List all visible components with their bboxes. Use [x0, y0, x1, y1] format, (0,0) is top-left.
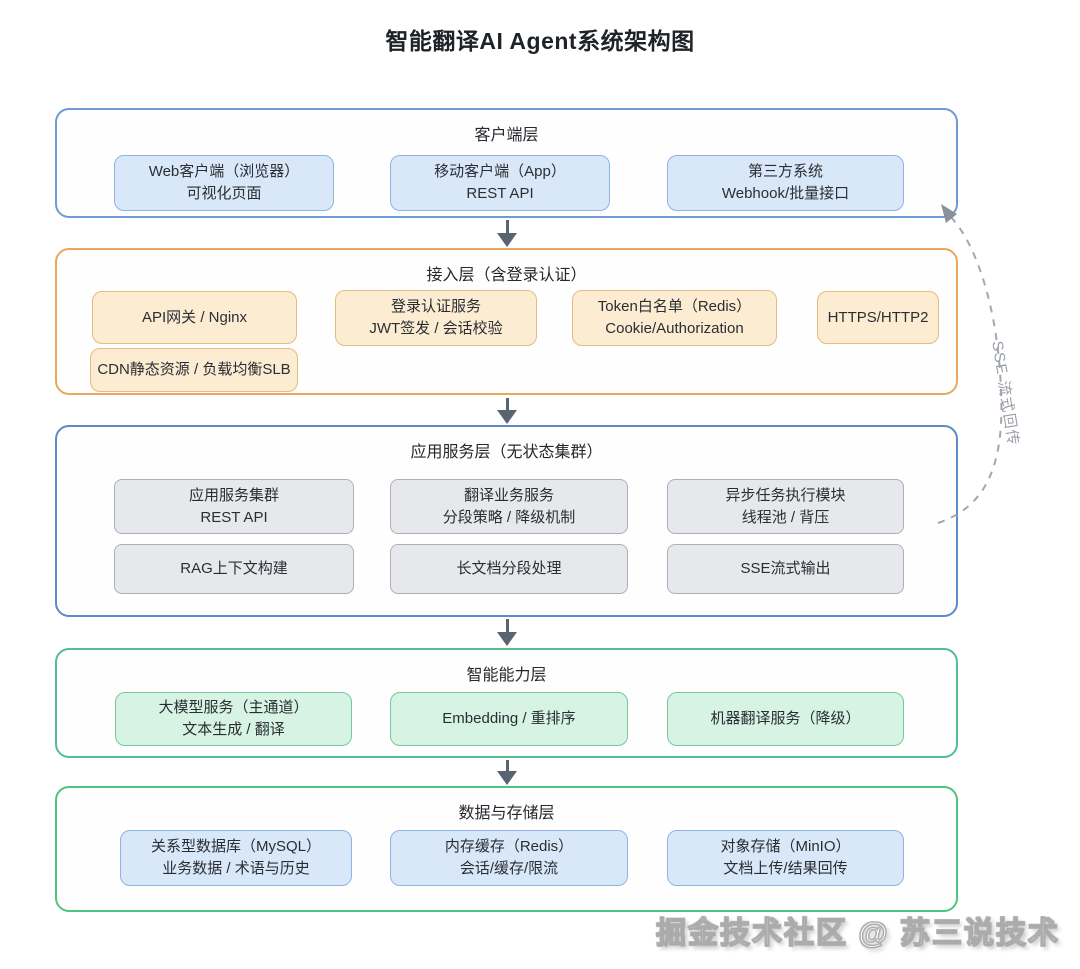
node-machine-translation: 机器翻译服务（降级）: [667, 692, 904, 746]
node-sublabel: Webhook/批量接口: [721, 185, 850, 202]
node-sublabel: 文档上传/结果回传: [723, 860, 848, 877]
node-label: 第三方系统: [747, 163, 823, 181]
arrow-head: [497, 233, 517, 247]
node-https: HTTPS/HTTP2: [817, 291, 939, 344]
node-label: HTTPS/HTTP2: [827, 308, 929, 326]
arrow-stem: [505, 619, 509, 632]
node-label: Token白名单（Redis）: [597, 298, 752, 316]
layer-app-services: 应用服务层（无状态集群） 应用服务集群 REST API 翻译业务服务 分段策略…: [55, 425, 958, 617]
node-cdn-slb: CDN静态资源 / 负载均衡SLB: [90, 348, 298, 392]
node-sublabel: 会话/缓存/限流: [459, 860, 559, 877]
node-sublabel: Cookie/Authorization: [605, 320, 744, 337]
layer-access: 接入层（含登录认证） API网关 / Nginx 登录认证服务 JWT签发 / …: [55, 248, 958, 395]
arrow-stem: [505, 220, 509, 233]
node-sublabel: REST API: [200, 508, 268, 526]
layer-client: 客户端层 Web客户端（浏览器） 可视化页面 移动客户端（App） REST A…: [55, 108, 958, 218]
node-web-client: Web客户端（浏览器） 可视化页面: [114, 155, 334, 211]
layer-title: 应用服务层（无状态集群）: [410, 444, 603, 461]
node-llm-service: 大模型服务（主通道） 文本生成 / 翻译: [115, 692, 352, 746]
node-mysql: 关系型数据库（MySQL） 业务数据 / 术语与历史: [120, 830, 352, 886]
layer-title: 数据与存储层: [458, 805, 555, 822]
node-translation-service: 翻译业务服务 分段策略 / 降级机制: [390, 479, 628, 534]
node-label: 对象存储（MinIO）: [720, 838, 851, 856]
node-mobile-client: 移动客户端（App） REST API: [390, 155, 610, 211]
node-label: 移动客户端（App）: [434, 163, 566, 181]
node-label: 翻译业务服务: [463, 486, 554, 504]
node-label: 异步任务执行模块: [725, 486, 846, 504]
node-long-doc-split: 长文档分段处理: [390, 544, 628, 594]
node-rag-context: RAG上下文构建: [114, 544, 354, 594]
node-sublabel: 业务数据 / 术语与历史: [162, 860, 310, 877]
node-minio: 对象存储（MinIO） 文档上传/结果回传: [667, 830, 904, 886]
node-label: RAG上下文构建: [180, 560, 288, 578]
node-redis-cache: 内存缓存（Redis） 会话/缓存/限流: [390, 830, 628, 886]
node-sse-output: SSE流式输出: [667, 544, 904, 594]
node-app-cluster: 应用服务集群 REST API: [114, 479, 354, 534]
node-label: 内存缓存（Redis）: [444, 838, 574, 856]
layer-title: 客户端层: [474, 127, 539, 144]
node-label: CDN静态资源 / 负载均衡SLB: [97, 361, 291, 379]
arrow-stem: [505, 398, 509, 410]
node-token-whitelist: Token白名单（Redis） Cookie/Authorization: [572, 290, 777, 346]
layer-ai-capability: 智能能力层 大模型服务（主通道） 文本生成 / 翻译 Embedding / 重…: [55, 648, 958, 758]
node-sublabel: JWT签发 / 会话校验: [369, 320, 503, 337]
node-label: Web客户端（浏览器）: [148, 163, 300, 181]
down-arrow-icon: [497, 760, 517, 785]
node-sublabel: 文本生成 / 翻译: [182, 721, 285, 738]
node-sublabel: 线程池 / 背压: [741, 508, 830, 526]
arrow-head: [497, 771, 517, 785]
diagram-title: 智能翻译AI Agent系统架构图: [385, 28, 695, 54]
node-label: 长文档分段处理: [456, 560, 562, 578]
down-arrow-icon: [497, 398, 517, 424]
node-label: 机器翻译服务（降级）: [710, 710, 861, 728]
node-sublabel: REST API: [466, 185, 534, 202]
watermark: 掘金技术社区 @ 苏三说技术: [655, 916, 1060, 950]
sse-return-label: SSE 流式回传: [988, 339, 1022, 448]
node-label: 登录认证服务: [390, 298, 481, 316]
layer-title: 智能能力层: [466, 667, 547, 684]
down-arrow-icon: [497, 220, 517, 247]
node-sublabel: 分段策略 / 降级机制: [442, 508, 576, 526]
node-label: 大模型服务（主通道）: [158, 699, 309, 717]
node-auth-service: 登录认证服务 JWT签发 / 会话校验: [335, 290, 537, 346]
arrow-head: [497, 410, 517, 424]
arrow-head: [497, 632, 517, 646]
node-label: 关系型数据库（MySQL）: [150, 838, 321, 856]
node-label: 应用服务集群: [188, 486, 279, 504]
node-third-party: 第三方系统 Webhook/批量接口: [667, 155, 904, 211]
node-label: SSE流式输出: [740, 560, 831, 578]
node-label: Embedding / 重排序: [442, 710, 576, 728]
layer-title: 接入层（含登录认证）: [426, 267, 587, 284]
arrow-stem: [505, 760, 509, 771]
node-api-gateway: API网关 / Nginx: [92, 291, 297, 344]
node-sublabel: 可视化页面: [186, 185, 262, 202]
down-arrow-icon: [497, 619, 517, 646]
node-embedding-rerank: Embedding / 重排序: [390, 692, 628, 746]
layer-data-storage: 数据与存储层 关系型数据库（MySQL） 业务数据 / 术语与历史 内存缓存（R…: [55, 786, 958, 912]
node-label: API网关 / Nginx: [141, 308, 248, 326]
node-async-task: 异步任务执行模块 线程池 / 背压: [667, 479, 904, 534]
